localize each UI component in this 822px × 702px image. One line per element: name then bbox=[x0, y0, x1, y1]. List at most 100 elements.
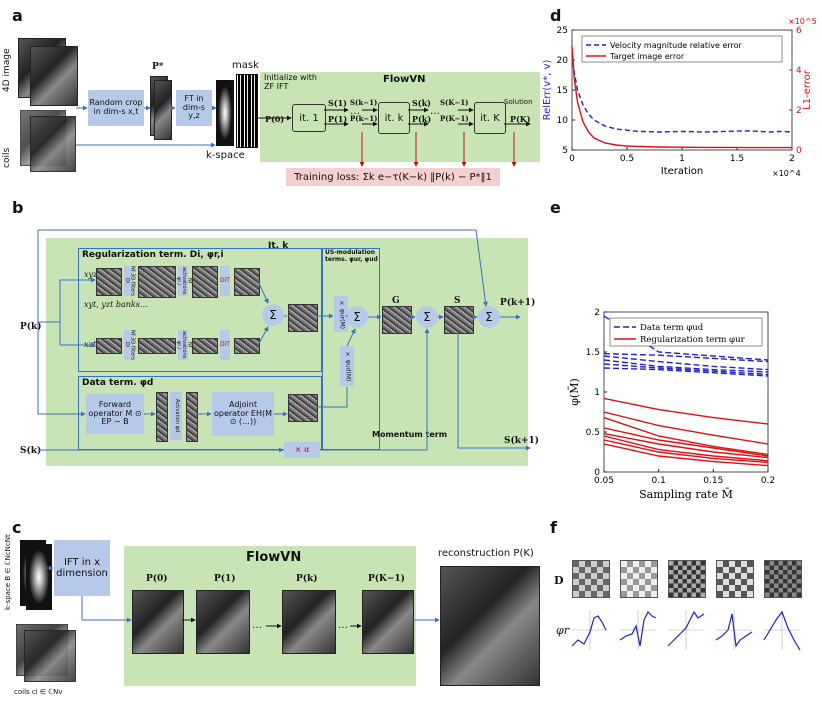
filter-d-2 bbox=[620, 560, 658, 598]
sk-input-label: S(k) bbox=[20, 446, 42, 456]
chart-e-ytick-label: 0.5 bbox=[586, 428, 600, 438]
chart-e-series-10 bbox=[603, 432, 769, 459]
filter-d-4 bbox=[716, 560, 754, 598]
solution-label: Solution bbox=[504, 98, 533, 106]
chart-d-ytick-left-label: 15 bbox=[557, 86, 568, 96]
s1-label: S(1) bbox=[328, 98, 347, 108]
kspace-label: k-space bbox=[206, 150, 245, 161]
phi-row-label: φr bbox=[556, 624, 569, 637]
pk-input-label: P(k) bbox=[20, 322, 42, 332]
chart-d-xtick-label: 0.5 bbox=[620, 154, 634, 164]
chart-e-series-12 bbox=[603, 439, 769, 464]
chart-d-x-exponent: ×10^4 bbox=[772, 169, 801, 178]
chart-e-series-5 bbox=[603, 367, 769, 377]
sum-regularization: Σ bbox=[262, 304, 284, 326]
reg-output-patch bbox=[288, 304, 318, 332]
chart-d-ylabel-left: RelErr(v*, v) bbox=[542, 60, 553, 121]
s-label: S bbox=[454, 296, 461, 306]
filters-box-xzt: Nf 3D filters Di bbox=[124, 330, 136, 360]
activation-curve-1 bbox=[571, 615, 607, 647]
init-label: Initialize with ZF IFT bbox=[264, 73, 317, 91]
panel-label-e: e bbox=[550, 198, 561, 217]
pk1-output-label: P(k+1) bbox=[500, 298, 536, 308]
ft-box: FT in dim-s y,z bbox=[176, 90, 212, 126]
sum-gradient: Σ bbox=[416, 306, 438, 328]
sk-label: S(k) bbox=[412, 98, 431, 108]
dots-c-2: … bbox=[338, 620, 348, 631]
input-patch-xzt bbox=[96, 338, 122, 354]
regularization-box bbox=[78, 248, 322, 372]
xyt-banks-label: xyt, yzt banks… bbox=[84, 300, 148, 309]
filtered-patch-xzt bbox=[138, 338, 176, 354]
chart-e-series-7 bbox=[603, 411, 769, 445]
dt-box-xzt: DiT bbox=[220, 330, 230, 360]
reconstruction-label: reconstruction P(K) bbox=[438, 548, 534, 559]
chart-e-series-6 bbox=[603, 397, 769, 425]
us-modulation-title: US-modulation terms. φur, φud bbox=[325, 249, 378, 263]
coil-image-c-back bbox=[24, 630, 76, 682]
phi-ud-box: × φud(M) bbox=[340, 346, 354, 386]
sum-modulation: Σ bbox=[346, 306, 368, 328]
mri-4d-image-back bbox=[30, 46, 78, 106]
chart-d-xtick-label: 2 bbox=[789, 154, 795, 164]
panel-label-b: b bbox=[12, 198, 24, 217]
pk-label-c: P(k) bbox=[296, 574, 318, 584]
chart-d-right-exponent: ×10^5 bbox=[788, 17, 817, 26]
chart-e-legend bbox=[609, 317, 763, 347]
pk-label: P(k) bbox=[412, 114, 432, 124]
data-output-patch bbox=[288, 394, 318, 422]
pK-label: P(K) bbox=[510, 114, 531, 124]
coil-image-back bbox=[30, 116, 76, 172]
chart-e-series-3 bbox=[603, 359, 769, 373]
dots-1: … bbox=[350, 106, 360, 117]
output-patch-xzt bbox=[234, 338, 260, 354]
mask-label: mask bbox=[232, 60, 259, 71]
chart-e-series-8 bbox=[603, 416, 769, 456]
dt-box-xyz: DiT bbox=[220, 266, 230, 296]
pK1-label-c: P(K−1) bbox=[368, 574, 405, 584]
activated-residual-patch bbox=[186, 392, 198, 442]
chart-e-series-9 bbox=[603, 427, 769, 457]
chart-d-series-0 bbox=[571, 53, 793, 133]
filter-d-5 bbox=[764, 560, 802, 598]
training-loss-box: Training loss: Σk e−τ(K−k) ‖P(k) − P*‖1 bbox=[286, 168, 500, 186]
chart-e-legend-label: Data term φud bbox=[640, 323, 704, 333]
chart-d-legend bbox=[581, 35, 783, 63]
pK1-image bbox=[362, 590, 414, 654]
chart-d-xlabel: Iteration bbox=[661, 166, 703, 177]
alpha-box: × α bbox=[284, 442, 320, 458]
chart-e-xtick-label: 0.15 bbox=[703, 476, 723, 486]
chart-d-legend-label: Target image error bbox=[609, 52, 685, 61]
chart-d-series-1 bbox=[571, 45, 792, 149]
iteration-k-title: It. k bbox=[268, 241, 289, 251]
chart-d-ytick-left-label: 25 bbox=[557, 26, 568, 36]
filter-d-3 bbox=[668, 560, 706, 598]
p0-label-c: P(0) bbox=[146, 574, 168, 584]
flowvn-title-c: FlowVN bbox=[246, 550, 302, 565]
chart-e-xtick-label: 0.1 bbox=[652, 476, 666, 486]
filters-box-xyz: Nf 3D filters Di bbox=[124, 266, 136, 296]
chart-d-xtick-label: 1.5 bbox=[730, 154, 744, 164]
panel-label-f: f bbox=[550, 518, 557, 537]
chart-d-ytick-right-label: 2 bbox=[796, 106, 802, 116]
chart-e-ytick-label: 0 bbox=[594, 468, 600, 478]
filtered-patch-xyz bbox=[138, 266, 176, 298]
activation-curve-2 bbox=[619, 610, 657, 647]
panel-label-a: a bbox=[12, 6, 23, 25]
chart-e-xtick-label: 0.05 bbox=[594, 476, 614, 486]
activation-box: Activation φd bbox=[170, 392, 182, 440]
chart-d-ytick-right-label: 6 bbox=[796, 26, 802, 36]
g-label: G bbox=[392, 296, 400, 306]
chart-d-ylabel-right: L1-error bbox=[802, 69, 813, 110]
chart-e-legend-label: Regularization term φur bbox=[640, 335, 746, 345]
reconstruction-image bbox=[440, 566, 540, 686]
chart-e-series-2 bbox=[603, 355, 769, 371]
adjoint-operator-box: Adjoint operator EH(M ⊙ (…)) bbox=[212, 392, 274, 436]
pK1-label: P(K−1) bbox=[440, 114, 469, 123]
phi-ur-box: × φur(M) bbox=[334, 296, 348, 332]
momentum-term-label: Momentum term bbox=[372, 430, 448, 439]
chart-d-xtick-label: 1 bbox=[679, 154, 685, 164]
chart-e-xtick-label: 0.2 bbox=[761, 476, 775, 486]
sk1-output-label: S(k+1) bbox=[504, 436, 540, 446]
